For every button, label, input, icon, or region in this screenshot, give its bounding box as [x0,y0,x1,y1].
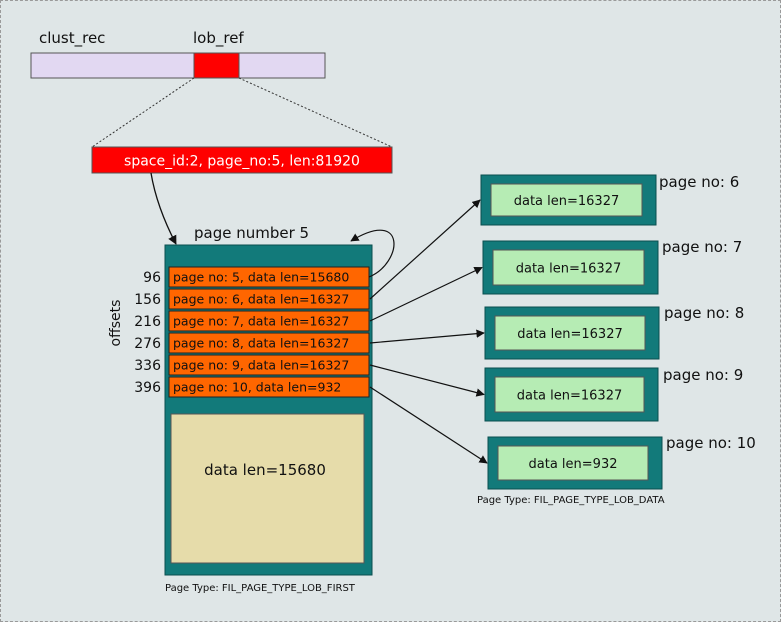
lob-reference-text: space_id:2, page_no:5, len:81920 [124,154,360,170]
data-page-text: data len=16327 [516,262,622,277]
entry-row [168,376,370,398]
data-page-number-label: page no: 9 [663,366,743,384]
entry-row [168,354,370,376]
entry-row [168,288,370,310]
offset-number: 216 [134,314,161,330]
entry-to-page-arrow [369,329,485,344]
entry-text: page no: 9, data len=16327 [173,358,349,373]
entry-text: page no: 8, data len=16327 [173,336,349,351]
offset-number: 96 [143,270,161,286]
offsets-label: offsets [108,300,124,347]
first-page-title: page number 5 [194,224,309,242]
data-page-data-area [490,183,643,217]
data-page-number-label: page no: 6 [659,173,739,191]
entry-text: page no: 7, data len=16327 [173,314,349,329]
entry-text: page no: 10, data len=932 [173,380,341,395]
zoom-line-right [238,77,393,148]
entry-to-page-arrow [369,386,488,464]
data-page-type: Page Type: FIL_PAGE_TYPE_LOB_DATA [477,495,665,506]
first-page-entries: page no: 5, data len=15680 96 page no: 6, … [134,266,370,398]
data-page-number-label: page no: 8 [664,304,744,322]
first-page-data-text: data len=15680 [204,461,326,479]
data-page-text: data len=932 [529,457,618,472]
zoom-line-left [91,77,195,148]
first-page-type: Page Type: FIL_PAGE_TYPE_LOB_FIRST [165,583,356,594]
self-loop-arrow [350,229,395,278]
lob-ref-field [193,52,240,79]
clust-rec-label: clust_rec [39,29,105,48]
data-page-text: data len=16327 [517,389,623,404]
offset-number: 396 [134,380,161,396]
offset-number: 336 [134,358,161,374]
data-page-data-area [492,249,645,286]
clust-rec-bar [30,52,326,79]
offset-number: 276 [134,336,161,352]
data-page-text: data len=16327 [514,194,620,209]
lob-ref-label: lob_ref [193,29,244,48]
entry-text: page no: 5, data len=15680 [173,270,349,285]
data-page-data-area [494,315,646,351]
data-page-number-label: page no: 7 [662,238,742,256]
data-page-data-area [494,376,645,413]
entry-row [168,332,370,354]
data-page-number-label: page no: 10 [666,434,756,452]
entry-text: page no: 6, data len=16327 [173,292,349,307]
entry-arrows [369,199,488,464]
first-page-data-area [170,413,365,564]
data-pages: data len=16327 page no: 6 data len=16327 pa… [480,173,756,490]
data-page-text: data len=16327 [517,327,623,342]
data-page-data-area [497,445,649,481]
ref-to-first-page-arrow [150,172,177,245]
entry-to-page-arrow [369,199,481,300]
lob-reference-box [91,146,393,174]
offset-number: 156 [134,292,161,308]
entry-to-page-arrow [369,266,483,322]
entry-row [168,310,370,332]
entry-to-page-arrow [369,364,485,397]
